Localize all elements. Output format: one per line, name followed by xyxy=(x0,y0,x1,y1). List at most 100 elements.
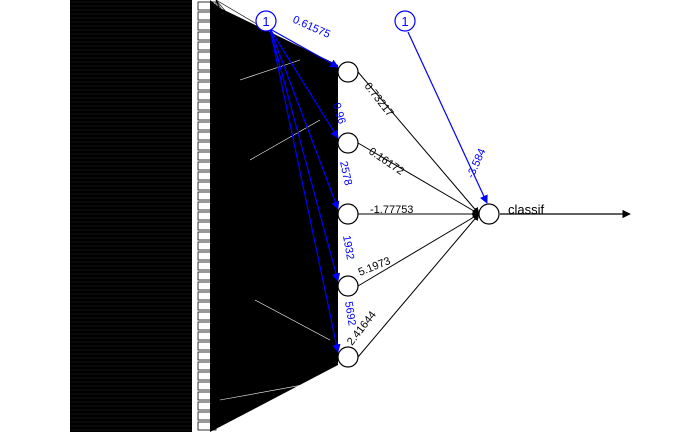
input-edge xyxy=(215,213,339,385)
output-weight-4: 5.1973 xyxy=(357,255,393,279)
hidden-bias-edge xyxy=(269,28,339,68)
input-edge xyxy=(215,71,339,297)
hidden-bias-weight-4: 1932 xyxy=(340,234,356,260)
hidden-node-1 xyxy=(337,61,359,83)
output-weight-1: 0.73217 xyxy=(362,80,396,119)
input-edge xyxy=(215,213,339,401)
input-edge xyxy=(215,71,339,385)
input-edge xyxy=(215,207,339,358)
input-edge xyxy=(215,0,339,73)
input-edge xyxy=(215,213,339,393)
hidden-bias-edge xyxy=(269,28,340,210)
input-edge xyxy=(215,71,339,265)
output-node xyxy=(478,203,500,225)
input-edge xyxy=(215,63,339,73)
input-edge xyxy=(215,183,339,358)
input-edge xyxy=(215,95,339,215)
input-edge xyxy=(215,159,339,358)
input-edge xyxy=(215,71,339,401)
input-edge xyxy=(215,285,339,417)
input-edge xyxy=(215,287,339,358)
input-edge xyxy=(215,142,339,161)
input-edge xyxy=(215,142,339,377)
output-bias-label: 1 xyxy=(401,14,408,29)
input-edge xyxy=(215,71,339,337)
input-edge xyxy=(215,95,339,358)
input-edge xyxy=(215,167,339,358)
input-edge xyxy=(215,191,339,358)
input-edge xyxy=(215,71,339,281)
input-edge xyxy=(215,199,339,358)
input-edge xyxy=(215,213,339,377)
input-edge xyxy=(215,71,339,393)
input-edge xyxy=(215,71,339,358)
edge-highlight xyxy=(219,379,331,401)
hidden-bias-node xyxy=(255,10,277,32)
hidden-output-edge xyxy=(357,71,480,215)
input-edge xyxy=(215,142,339,361)
input-edge xyxy=(215,71,339,289)
input-edge xyxy=(215,119,339,215)
input-edge xyxy=(215,103,339,358)
input-edge xyxy=(215,127,339,358)
input-edge xyxy=(215,79,339,358)
input-edge xyxy=(215,327,339,358)
output-label: classif xyxy=(508,202,545,217)
input-edge xyxy=(215,71,339,233)
input-edge xyxy=(215,213,339,369)
input-edge xyxy=(215,142,339,369)
hidden-node-5 xyxy=(337,346,359,368)
input-edge xyxy=(215,71,339,345)
hidden-bias-edges xyxy=(269,28,341,353)
input-edge xyxy=(215,285,339,385)
input-edge xyxy=(215,71,339,201)
input-edge xyxy=(215,71,339,185)
input-edge xyxy=(215,213,339,233)
input-edge xyxy=(215,356,339,377)
input-edge xyxy=(215,71,339,129)
hidden-bias-label: 1 xyxy=(262,14,269,29)
input-edge xyxy=(215,285,339,425)
input-edge xyxy=(215,103,339,144)
input-edge xyxy=(215,79,339,215)
input-edge xyxy=(215,71,339,313)
input-edge xyxy=(215,207,339,215)
input-edge xyxy=(215,135,339,358)
input-edge xyxy=(215,285,339,377)
hidden-bias-edge xyxy=(269,28,339,139)
input-edge xyxy=(215,213,339,417)
input-edge xyxy=(215,127,339,215)
input-edge xyxy=(215,111,339,144)
input-edge xyxy=(215,142,339,417)
input-edge xyxy=(215,151,339,358)
input-edge xyxy=(215,71,339,217)
input-edge xyxy=(215,71,339,137)
hidden-node-2 xyxy=(337,132,359,154)
input-edge xyxy=(215,71,339,161)
input-edge xyxy=(215,319,339,358)
input-edge xyxy=(215,31,339,73)
input-edge xyxy=(215,191,339,215)
input-to-hidden-edges xyxy=(210,0,339,432)
input-edge xyxy=(215,142,339,401)
input-edge xyxy=(215,71,339,105)
input-edge xyxy=(215,71,339,305)
input-edge xyxy=(215,55,339,358)
input-edge xyxy=(215,71,339,321)
input-edge xyxy=(215,87,339,215)
input-edge xyxy=(215,135,339,215)
input-edge xyxy=(215,71,339,329)
input-edge xyxy=(215,111,339,358)
input-edge xyxy=(215,15,339,73)
input-edge xyxy=(215,71,339,225)
input-edge xyxy=(215,111,339,215)
input-edge xyxy=(215,127,339,144)
input-edge xyxy=(215,71,339,193)
input-edge xyxy=(215,311,339,358)
input-edge xyxy=(215,199,339,215)
input-edge xyxy=(215,71,339,417)
input-edge xyxy=(215,142,339,145)
input-edge xyxy=(215,71,339,145)
input-edge xyxy=(215,295,339,358)
